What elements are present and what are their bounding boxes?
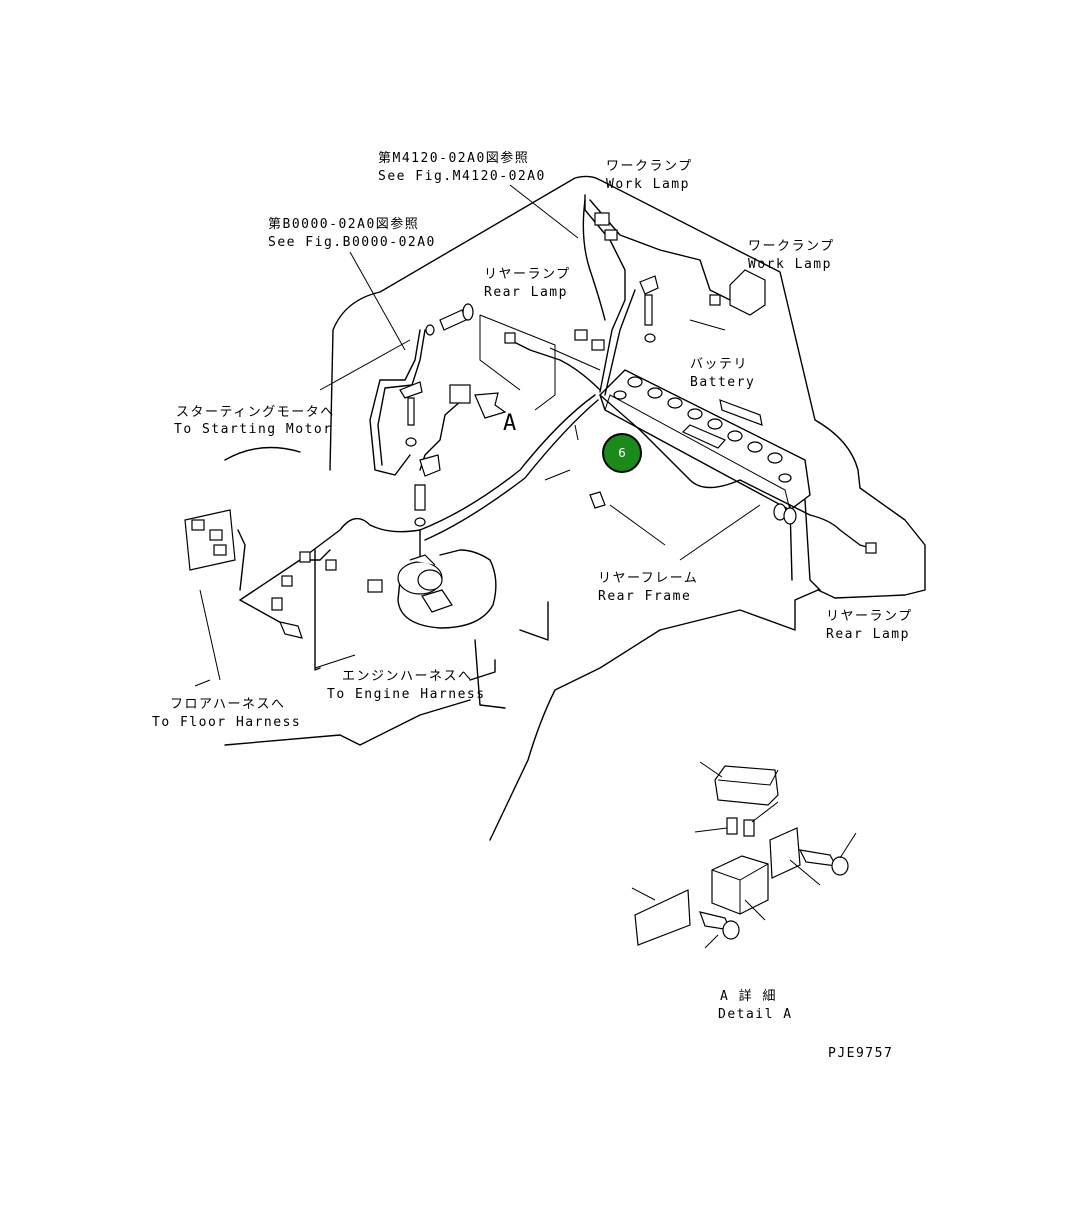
callout-6[interactable]: 6 [602, 433, 642, 473]
connectors [184, 212, 877, 639]
floor-harness-jp: フロアハーネスへ [170, 697, 285, 712]
rear-lamp-1-jp: リヤーランプ [484, 267, 571, 282]
rear-lamp-2-jp: リヤーランプ [826, 609, 913, 624]
detail-a-view [631, 761, 857, 949]
work-lamp-2-en: Work Lamp [748, 257, 832, 272]
detail-a-jp: A 詳 細 [720, 988, 777, 1004]
floor-harness-en: To Floor Harness [152, 715, 301, 730]
starting-motor-en: To Starting Motor [174, 422, 333, 437]
work-lamp-2-jp: ワークランプ [748, 239, 835, 254]
rear-frame-jp: リヤーフレーム [598, 571, 698, 586]
work-lamp-1-en: Work Lamp [606, 177, 690, 192]
engine-harness-en: To Engine Harness [327, 687, 486, 702]
machine-body-outline [224, 175, 926, 841]
work-lamp-1-jp: ワークランプ [606, 159, 693, 174]
rear-frame-en: Rear Frame [598, 589, 691, 604]
detail-a-en: Detail A [718, 1007, 793, 1022]
harness-wires [237, 194, 871, 671]
drawing-code: PJE9757 [828, 1046, 893, 1061]
labels: 第M4120-02A0図参照 See Fig.M4120-02A0 ワークランプ… [152, 150, 913, 1061]
battery-jp: バッテリ [690, 357, 748, 372]
see-m4120-en: See Fig.M4120-02A0 [378, 169, 546, 184]
engine-harness-jp: エンジンハーネスへ [342, 669, 473, 684]
see-m4120-jp: 第M4120-02A0図参照 [378, 150, 529, 166]
battery-en: Battery [690, 375, 755, 390]
battery [599, 369, 811, 511]
leader-lines [194, 184, 601, 687]
view-a-label: A [503, 411, 516, 436]
rear-lamp-1-en: Rear Lamp [484, 285, 568, 300]
see-b0000-en: See Fig.B0000-02A0 [268, 235, 436, 250]
callout-6-circle[interactable] [602, 433, 642, 473]
see-b0000-jp: 第B0000-02A0図参照 [268, 216, 419, 232]
starting-motor-jp: スターティングモータへ [176, 405, 335, 420]
callout-6-number[interactable]: 6 [618, 446, 626, 460]
rear-lamp-2-en: Rear Lamp [826, 627, 910, 642]
